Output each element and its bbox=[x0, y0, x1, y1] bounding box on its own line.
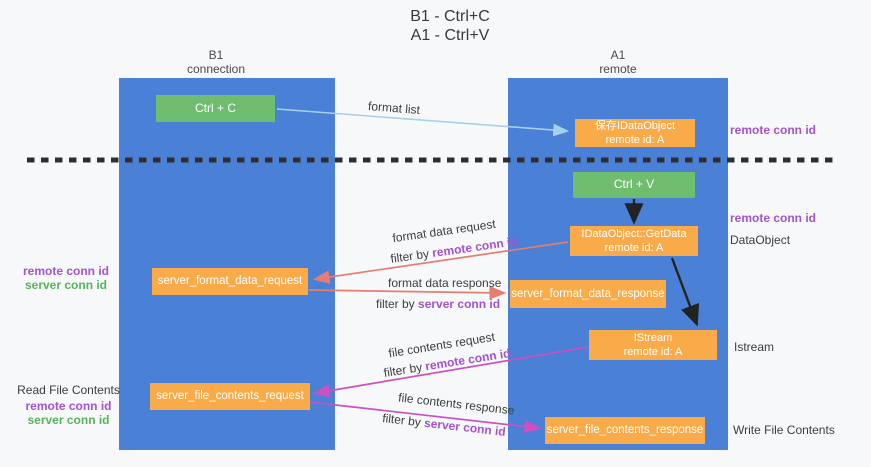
remote-conn-id-text: remote conn id bbox=[431, 234, 519, 260]
lifeline-b1-role: connection bbox=[186, 62, 246, 76]
getdata-line1: IDataObject::GetData bbox=[581, 227, 687, 240]
server-file-contents-request-box: server_file_contents_request bbox=[150, 383, 310, 410]
istream-box: IStream remote id: A bbox=[589, 330, 717, 360]
getdata-line2: remote id: A bbox=[604, 242, 664, 254]
filter-by-text: filter by bbox=[376, 297, 415, 311]
dataobject-annotation: DataObject bbox=[730, 233, 791, 247]
filter-by-text: filter by bbox=[381, 411, 422, 430]
format-list-label: format list bbox=[367, 98, 421, 118]
save-idataobject-line1: 保存IDataObject bbox=[594, 119, 676, 132]
lifeline-header-b1: B1 connection bbox=[156, 48, 276, 76]
lifeline-a1-role: remote bbox=[599, 62, 637, 76]
read-file-contents-annotation-group: Read File Contents remote conn id server… bbox=[16, 383, 121, 427]
server-format-data-response-box: server_format_data_response bbox=[510, 280, 666, 308]
ctrl-c-label: Ctrl + C bbox=[194, 100, 236, 115]
read-file-contents-annotation: Read File Contents bbox=[17, 383, 120, 397]
format-data-response-label: format data response bbox=[388, 276, 502, 290]
title-line-1: B1 - Ctrl+C bbox=[410, 8, 490, 25]
ctrl-c-box: Ctrl + C bbox=[156, 95, 275, 122]
format-data-response-arrow bbox=[308, 285, 507, 300]
remote-conn-id-annotation-mid: remote conn id bbox=[730, 211, 817, 225]
server-file-contents-response-box: server_file_contents_response bbox=[545, 417, 705, 444]
server-format-data-response-label: server_format_data_response bbox=[511, 287, 665, 300]
ctrl-v-box: Ctrl + V bbox=[573, 172, 695, 198]
server-file-contents-request-label: server_file_contents_request bbox=[156, 390, 304, 403]
left-conn-id-annotation: remote conn id server conn id bbox=[16, 264, 116, 292]
write-file-contents-annotation: Write File Contents bbox=[733, 423, 835, 437]
getdata-box: IDataObject::GetData remote id: A bbox=[570, 226, 698, 256]
server-conn-id-annotation-left: server conn id bbox=[24, 278, 108, 292]
lifeline-a1-name: A1 bbox=[610, 48, 626, 62]
file-contents-response-label: file contents response bbox=[397, 390, 516, 418]
server-conn-id-text: server conn id bbox=[418, 297, 501, 311]
istream-line1: IStream bbox=[633, 331, 673, 344]
server-file-contents-response-label: server_file_contents_response bbox=[546, 424, 704, 437]
remote-conn-id-annotation-bottom-left: remote conn id bbox=[25, 399, 112, 413]
ctrl-v-label: Ctrl + V bbox=[613, 177, 655, 192]
istream-line2: remote id: A bbox=[623, 346, 683, 358]
filter-by-text: filter by bbox=[389, 246, 430, 266]
save-idataobject-line2: remote id: A bbox=[605, 134, 665, 146]
diagram-title: B1 - Ctrl+C A1 - Ctrl+V bbox=[330, 7, 570, 45]
file-contents-response-filter-label: filter by server conn id bbox=[382, 411, 507, 439]
filter-by-text: filter by bbox=[382, 360, 424, 380]
lifeline-header-a1: A1 remote bbox=[558, 48, 678, 76]
remote-conn-id-annotation-top: remote conn id bbox=[730, 123, 817, 137]
save-idataobject-box: 保存IDataObject remote id: A bbox=[575, 119, 695, 147]
format-data-response-filter-label: filter by server conn id bbox=[376, 297, 500, 311]
server-conn-id-text: server conn id bbox=[423, 415, 507, 439]
server-conn-id-annotation-bottom-left: server conn id bbox=[27, 413, 110, 427]
server-format-data-request-box: server_format_data_request bbox=[152, 268, 308, 295]
istream-annotation: Istream bbox=[734, 340, 775, 354]
server-format-data-request-label: server_format_data_request bbox=[157, 275, 303, 288]
lifeline-b1-name: B1 bbox=[208, 48, 224, 62]
remote-conn-id-annotation-left: remote conn id bbox=[22, 264, 109, 278]
title-line-2: A1 - Ctrl+V bbox=[410, 27, 490, 44]
